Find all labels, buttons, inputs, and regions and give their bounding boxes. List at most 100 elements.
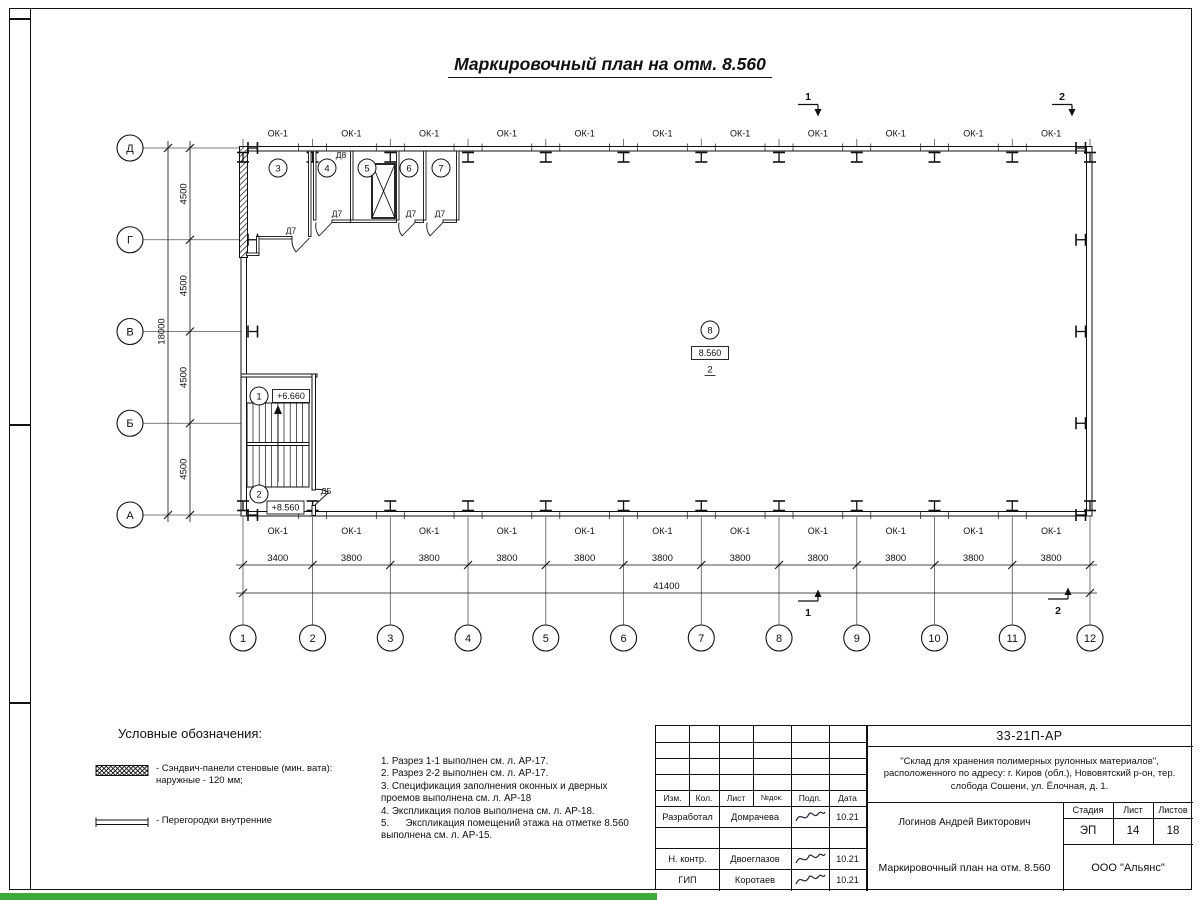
room-numbers: 3 4 5 6 7 8 1 2 xyxy=(256,164,712,501)
col-axis-bubble xyxy=(609,624,638,652)
stair-right-wall xyxy=(311,505,316,516)
dim-tick xyxy=(1085,560,1095,570)
tb-name: Домрачева xyxy=(730,811,780,822)
zone-number: 2 xyxy=(707,365,712,376)
section-marks: 1 2 1 2 xyxy=(798,91,1076,619)
tb-sheet-value: 14 xyxy=(1126,825,1140,837)
partition-symbol xyxy=(95,817,149,827)
exterior-walls xyxy=(239,146,1093,517)
window-mark-top: ОК-1 xyxy=(886,129,906,139)
row-axis-bubble xyxy=(116,134,144,162)
window-mark-bottom: ОК-1 xyxy=(1041,526,1061,536)
section-mark-2-top: 2 xyxy=(1052,91,1076,117)
dim-tick xyxy=(696,560,706,570)
dim-tick xyxy=(463,560,473,570)
door-swing xyxy=(315,222,320,237)
stair-top-wall xyxy=(240,373,318,378)
sheet-border xyxy=(9,8,1192,890)
section-number: 1 xyxy=(805,607,811,619)
window-mark-top: ОК-1 xyxy=(808,129,828,139)
window-mark-bottom: ОК-1 xyxy=(575,526,595,536)
room-bubble xyxy=(357,158,377,178)
tb-line xyxy=(1063,802,1064,891)
row-axis-bubble xyxy=(116,501,144,529)
col-axis-label: 8 xyxy=(776,633,782,645)
margin-tick xyxy=(9,424,30,426)
tb-role: ГИП xyxy=(678,875,697,885)
window-marks: ОК-1ОК-1ОК-1ОК-1ОК-1ОК-1ОК-1ОК-1ОК-1ОК-1… xyxy=(256,129,1077,536)
section-mark-2-bottom: 2 xyxy=(1048,587,1072,617)
margin-tick xyxy=(9,18,30,20)
dim-tick xyxy=(163,510,173,520)
partition xyxy=(396,150,400,221)
tb-line xyxy=(656,774,866,775)
row-axis-bubble xyxy=(116,226,144,254)
col-axis-bubble xyxy=(376,624,404,652)
room-number: 4 xyxy=(324,164,329,175)
window-mark-bottom: ОК-1 xyxy=(730,526,750,536)
room-bubble xyxy=(431,158,451,178)
note-line: 4. Экспликация полов выполнена см. л. АР… xyxy=(381,805,595,817)
room-number: 8 xyxy=(707,326,712,337)
tb-line xyxy=(719,726,720,891)
wall-bottom xyxy=(240,511,1093,517)
window-mark-top: ОК-1 xyxy=(419,129,439,139)
room-number: 2 xyxy=(256,490,261,501)
dim-tick xyxy=(385,560,395,570)
tb-doc-number: 33-21П-АР xyxy=(996,729,1063,743)
partition xyxy=(246,252,260,256)
elevation-value: 8.560 xyxy=(699,348,722,358)
door-label: Д7 xyxy=(286,226,297,236)
shaft-cross xyxy=(371,163,396,219)
row-axis-label: В xyxy=(126,326,133,338)
signature-icon xyxy=(795,853,826,863)
elevation-box xyxy=(272,389,310,403)
tb-company: ООО "Альянс" xyxy=(1091,861,1165,874)
tb-signature xyxy=(791,869,829,891)
row-axis-label: Д xyxy=(126,143,134,155)
col-axis-bubble xyxy=(532,624,560,652)
window-mark-bottom: ОК-1 xyxy=(341,526,361,536)
tb-stage-label: Стадия xyxy=(1072,805,1104,815)
partition xyxy=(456,150,460,221)
tb-line xyxy=(791,726,792,891)
dim-value: 3800 xyxy=(652,553,673,564)
dim-tick xyxy=(185,418,195,428)
partition xyxy=(442,219,457,223)
window-mark-top: ОК-1 xyxy=(963,129,983,139)
window-mark-top: ОК-1 xyxy=(268,129,288,139)
col-axis-bubble xyxy=(454,624,482,652)
room-bubble xyxy=(268,158,288,178)
tb-line xyxy=(829,726,830,891)
row-axis-label: А xyxy=(126,510,134,522)
tb-col-header: №док. xyxy=(761,793,783,802)
window-mark-top: ОК-1 xyxy=(575,129,595,139)
tb-line xyxy=(866,726,868,891)
tb-line xyxy=(656,827,866,828)
scan-artifact-bar xyxy=(0,893,657,900)
tb-line xyxy=(656,758,866,759)
section-mark-1-top: 1 xyxy=(798,91,822,117)
tb-line xyxy=(656,742,866,743)
dim-tick xyxy=(619,560,628,570)
note-line: 5. Экспликация помещений этажа на отметк… xyxy=(381,818,632,842)
tb-line xyxy=(656,848,866,849)
dim-value: 3800 xyxy=(807,553,828,564)
col-axis-bubble xyxy=(1076,624,1104,652)
grid-axis-lines xyxy=(143,139,1091,625)
col-axis-label: 12 xyxy=(1084,633,1096,645)
dim-value: 3800 xyxy=(730,553,751,564)
stair-arrow-head xyxy=(274,405,282,414)
tb-role: Разработал xyxy=(662,811,713,822)
wall-top xyxy=(240,146,1093,152)
door-labels: Д7 Д7 Д7 Д7 Д8 Д5 xyxy=(286,150,446,496)
dim-tick xyxy=(930,560,939,570)
page-title-text: Маркировочный план на отм. 8.560 xyxy=(448,54,772,78)
window-mark-bottom: ОК-1 xyxy=(963,526,983,536)
dim-value: 4500 xyxy=(179,275,190,296)
dim-tick xyxy=(852,560,862,570)
dim-value: 3800 xyxy=(885,553,906,564)
room-bubble xyxy=(249,484,269,504)
dim-tick xyxy=(185,143,195,153)
